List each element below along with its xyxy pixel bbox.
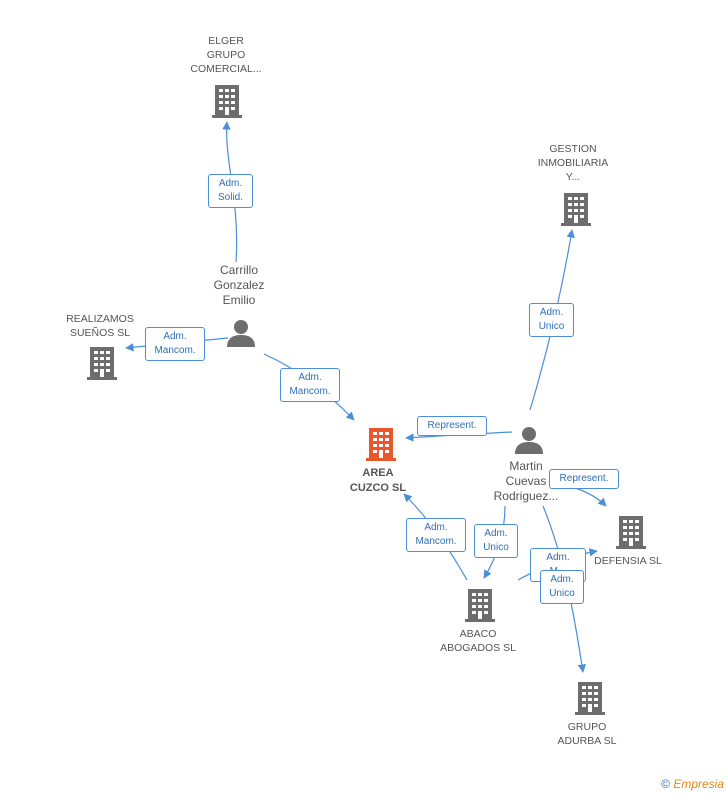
- brand-logo: Empresia: [673, 777, 724, 791]
- node-label-line: Emilio: [222, 293, 256, 307]
- edge-label-adm-unico[interactable]: Adm. Unico: [529, 303, 574, 337]
- node-label-line: ABACO: [459, 628, 497, 640]
- edge-label-line: Adm.: [484, 528, 508, 539]
- edge-label-line: Unico: [483, 542, 509, 553]
- node-label-line: DEFENSIA SL: [594, 555, 662, 567]
- edge-label-line: Adm.: [424, 522, 448, 533]
- node-label-line: SUEÑOS SL: [69, 327, 131, 339]
- node-label-realizamos[interactable]: REALIZAMOS SUEÑOS SL: [50, 312, 150, 340]
- building-icon[interactable]: [560, 192, 592, 226]
- node-label-line: COMERCIAL...: [190, 63, 262, 75]
- node-label-line: GESTION: [549, 143, 597, 155]
- edge-label-line: Adm.: [163, 331, 187, 342]
- edge-label-line: Adm.: [218, 178, 243, 189]
- node-label-line: REALIZAMOS: [66, 313, 134, 325]
- person-icon[interactable]: [514, 425, 544, 455]
- building-icon[interactable]: [211, 84, 243, 118]
- node-label-line: INMOBILIARIA: [537, 157, 609, 169]
- node-label-defensia[interactable]: DEFENSIA SL: [586, 554, 670, 568]
- edge-label-line: Adm.: [298, 372, 322, 383]
- node-label-area[interactable]: AREA CUZCO SL: [328, 466, 428, 496]
- edge-label-line: Mancom.: [154, 345, 196, 356]
- building-icon[interactable]: [86, 346, 118, 380]
- footer-brand[interactable]: © Empresia: [661, 777, 724, 791]
- node-label-line: ELGER: [208, 35, 244, 47]
- building-icon[interactable]: [464, 588, 496, 622]
- node-label-line: Rodriguez...: [493, 489, 559, 503]
- focus-building-icon[interactable]: [365, 427, 397, 461]
- building-icon[interactable]: [574, 681, 606, 715]
- node-label-line: GRUPO: [567, 721, 607, 733]
- building-icon[interactable]: [615, 515, 647, 549]
- edge-label-adm-mancom[interactable]: Adm. Mancom.: [280, 368, 340, 402]
- node-label-line: Y...: [565, 171, 581, 183]
- node-label-line: Gonzalez: [213, 278, 265, 292]
- edge-label-line: Unico: [549, 588, 575, 599]
- node-label-line: Carrillo: [219, 263, 258, 277]
- edge-label-line: Unico: [538, 321, 565, 332]
- node-label-adurba[interactable]: GRUPO ADURBA SL: [537, 720, 637, 748]
- edge-label-line: Mancom.: [415, 536, 457, 547]
- node-label-line: ABOGADOS SL: [440, 642, 516, 654]
- node-label-carrillo[interactable]: Carrillo Gonzalez Emilio: [189, 263, 289, 308]
- edge-label-adm-mancom[interactable]: Adm. Mancom.: [406, 518, 466, 552]
- node-label-martin[interactable]: Martin Cuevas Rodriguez...: [476, 459, 576, 504]
- edge-label-line: Represent.: [427, 420, 477, 431]
- node-label-line: CUZCO SL: [349, 482, 407, 494]
- edge-label-line: Adm.: [550, 574, 574, 585]
- node-label-abaco[interactable]: ABACO ABOGADOS SL: [428, 627, 528, 655]
- node-label-line: Cuevas: [505, 474, 547, 488]
- node-label-line: GRUPO: [206, 49, 246, 61]
- node-label-gestion[interactable]: GESTION INMOBILIARIA Y...: [523, 142, 623, 184]
- node-label-line: ADURBA SL: [557, 735, 617, 747]
- edge-label-line: Represent.: [559, 473, 609, 484]
- edge-label-adm-solid[interactable]: Adm. Solid.: [208, 174, 253, 208]
- node-label-line: Martin: [509, 459, 543, 473]
- edge-label-represent[interactable]: Represent.: [417, 416, 487, 436]
- edge-label-represent[interactable]: Represent.: [549, 469, 619, 489]
- person-icon[interactable]: [226, 318, 256, 348]
- edge-label-adm-unico[interactable]: Adm. Unico: [540, 570, 584, 604]
- copyright-icon: ©: [661, 777, 670, 791]
- edge-label-adm-unico[interactable]: Adm. Unico: [474, 524, 518, 558]
- edge-label-line: Adm.: [539, 307, 564, 318]
- edge-label-line: Adm.: [546, 552, 570, 563]
- node-label-elger[interactable]: ELGER GRUPO COMERCIAL...: [176, 34, 276, 76]
- edge-label-adm-mancom[interactable]: Adm. Mancom.: [145, 327, 205, 361]
- node-label-line: AREA: [362, 467, 394, 479]
- edge-label-line: Mancom.: [289, 386, 331, 397]
- edge-label-line: Solid.: [217, 192, 243, 203]
